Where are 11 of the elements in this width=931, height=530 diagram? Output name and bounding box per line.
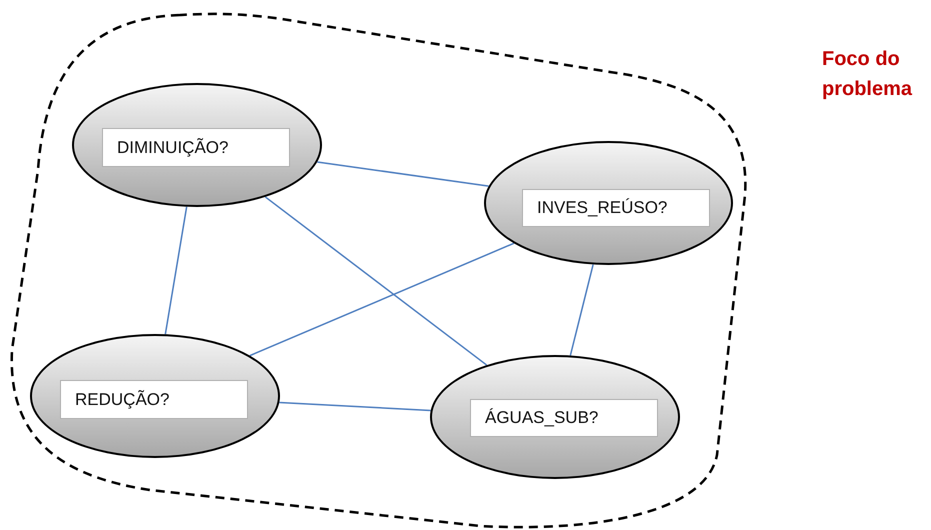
node-label: REDUÇÃO? [60, 380, 248, 419]
connector-line [164, 206, 188, 334]
node-label: DIMINUIÇÃO? [102, 128, 290, 167]
connector-line [264, 196, 488, 366]
connector-line [279, 402, 431, 412]
connector-line [570, 264, 594, 356]
connector-line [250, 242, 514, 356]
region-caption: Foco do problema [822, 47, 914, 102]
node-label: ÁGUAS_SUB? [470, 399, 658, 437]
node-label: INVES_REÚSO? [522, 189, 710, 227]
connector-line [317, 161, 489, 187]
